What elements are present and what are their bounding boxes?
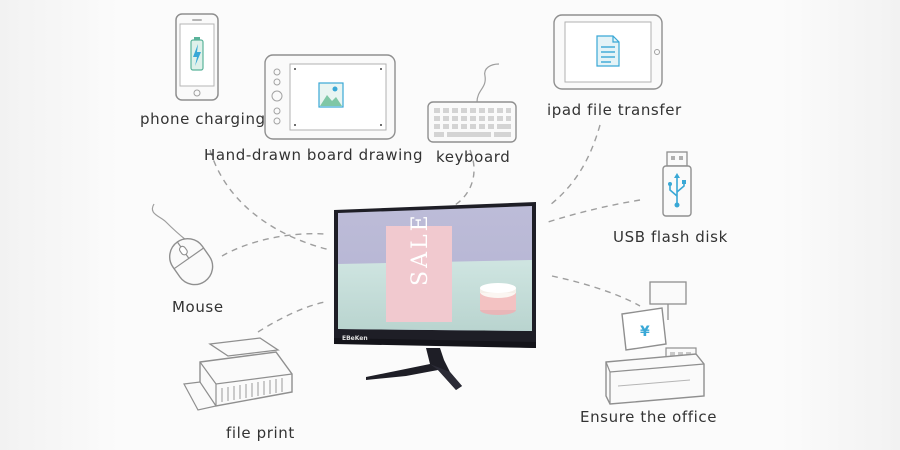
monitor-stand xyxy=(366,348,462,390)
sale-text: SALE xyxy=(408,212,433,286)
connector-phone xyxy=(210,150,330,250)
ipad-device xyxy=(553,14,663,90)
usb-drive-icon xyxy=(660,150,694,220)
monitor: SALE EBeKen xyxy=(330,200,540,400)
drawing-board-label: Hand-drawn board drawing xyxy=(204,146,423,164)
phone-charging-label: phone charging xyxy=(140,110,266,128)
connector-mouse xyxy=(222,234,325,256)
drawing-board-device xyxy=(264,54,396,140)
file-print-label: file print xyxy=(226,424,295,442)
keyboard-label: keyboard xyxy=(436,148,510,166)
connector-printer xyxy=(258,302,325,332)
phone-icon xyxy=(174,12,220,102)
brand-logo: EBeKen xyxy=(342,335,368,342)
svg-text:¥: ¥ xyxy=(640,324,650,340)
cash-register-device: ¥ xyxy=(600,278,710,406)
printer-device xyxy=(180,336,300,416)
keyboard-icon xyxy=(425,62,521,146)
printer-icon xyxy=(180,336,300,416)
ipad-file-transfer-label: ipad file transfer xyxy=(547,101,682,119)
mouse-label: Mouse xyxy=(172,298,224,316)
mouse-icon xyxy=(146,200,222,290)
keyboard-device xyxy=(425,62,521,146)
ensure-the-office-label: Ensure the office xyxy=(580,408,717,426)
usb-flash-disk-label: USB flash disk xyxy=(613,228,728,246)
mouse-device xyxy=(146,200,222,290)
connector-usb xyxy=(548,200,640,222)
phone-device xyxy=(174,12,220,102)
drawing-tablet-icon xyxy=(264,54,396,140)
connector-ipad xyxy=(550,125,600,205)
usb-device xyxy=(660,150,694,220)
cash-register-icon: ¥ xyxy=(600,278,710,406)
tablet-icon xyxy=(553,14,663,90)
monitor-icon: SALE EBeKen xyxy=(330,200,540,400)
